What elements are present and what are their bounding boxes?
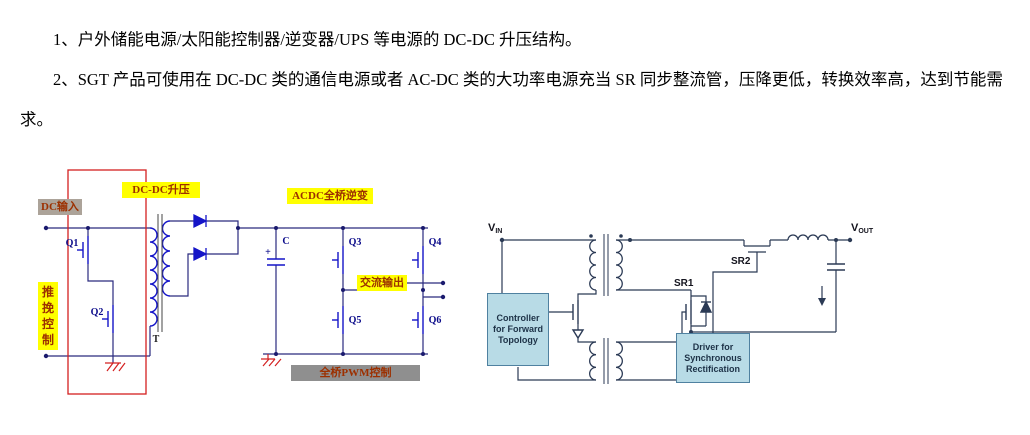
ground-symbol-2 <box>261 354 282 367</box>
sr2-label: SR2 <box>731 256 751 267</box>
q1-label: Q1 <box>66 238 79 249</box>
capacitor-label: C <box>282 236 289 247</box>
driver-box: Driver for Synchronous Rectification <box>676 333 750 383</box>
capacitor-plus: + <box>265 247 271 258</box>
junction-dots <box>499 234 853 334</box>
vin-main: V <box>488 222 496 234</box>
capacitor-c <box>267 258 285 266</box>
pushpull-inverter-circuit: Q1 Q2 Q3 Q4 Q5 Q6 T C + <box>43 169 446 395</box>
diode-d2 <box>193 246 208 262</box>
ground-symbol-1 <box>105 362 126 372</box>
acdc-fullbridge-label: ACDC全桥逆变 <box>287 188 373 204</box>
forward-mosfet <box>571 300 585 340</box>
current-arrow <box>818 298 826 306</box>
vout-label: VOUT <box>851 222 873 235</box>
diode-d1 <box>193 213 208 229</box>
mosfet-q2 <box>101 304 114 334</box>
paragraph-2: 2、SGT 产品可使用在 DC-DC 类的通信电源或者 AC-DC 类的大功率电… <box>20 70 1003 129</box>
mosfet-q5 <box>331 305 344 335</box>
paragraph-1: 1、户外储能电源/太阳能控制器/逆变器/UPS 等电源的 DC-DC 升压结构。 <box>53 30 582 49</box>
aux-transformer <box>589 338 623 384</box>
fullbridge-pwm-control-label: 全桥PWM控制 <box>291 365 420 381</box>
right-circuit-wires <box>501 239 850 381</box>
left-circuit-wires <box>46 220 443 363</box>
dc-input-label: DC输入 <box>38 199 82 215</box>
dcdc-boost-label: DC-DC升压 <box>122 182 200 198</box>
output-capacitor <box>827 263 845 271</box>
mosfet-q1 <box>76 235 89 265</box>
mosfet-q6 <box>411 305 424 335</box>
body-text: 1、户外储能电源/太阳能控制器/逆变器/UPS 等电源的 DC-DC 升压结构。… <box>20 20 1012 140</box>
sr1-body-diode <box>699 300 713 313</box>
pushpull-control-label: 推挽控制 <box>38 282 58 350</box>
ground-symbols <box>105 354 282 372</box>
mosfet-q3 <box>331 245 344 275</box>
rectifier-diodes <box>193 213 208 262</box>
vout-main: V <box>851 222 859 234</box>
output-inductor <box>787 234 829 241</box>
red-highlight-box <box>67 169 147 395</box>
transformer-label: T <box>153 334 160 345</box>
q3-label: Q3 <box>349 237 362 248</box>
mosfet-q4 <box>411 245 424 275</box>
ac-output-label: 交流输出 <box>357 275 407 291</box>
sr1-mosfet <box>685 300 713 324</box>
vin-sub: IN <box>495 228 503 235</box>
q5-label: Q5 <box>349 315 362 326</box>
controller-box: Controller for Forward Topology <box>487 293 549 366</box>
sync-rectification-circuit <box>499 234 853 384</box>
q4-label: Q4 <box>429 237 442 248</box>
ground-triangle <box>571 329 585 340</box>
q2-label: Q2 <box>91 307 104 318</box>
q6-label: Q6 <box>429 315 442 326</box>
transformer-t <box>149 214 171 332</box>
junction-dots <box>43 225 446 359</box>
main-transformer <box>589 234 623 296</box>
vout-sub: OUT <box>858 228 874 235</box>
vin-label: VIN <box>488 222 502 235</box>
sr1-label: SR1 <box>674 278 694 289</box>
